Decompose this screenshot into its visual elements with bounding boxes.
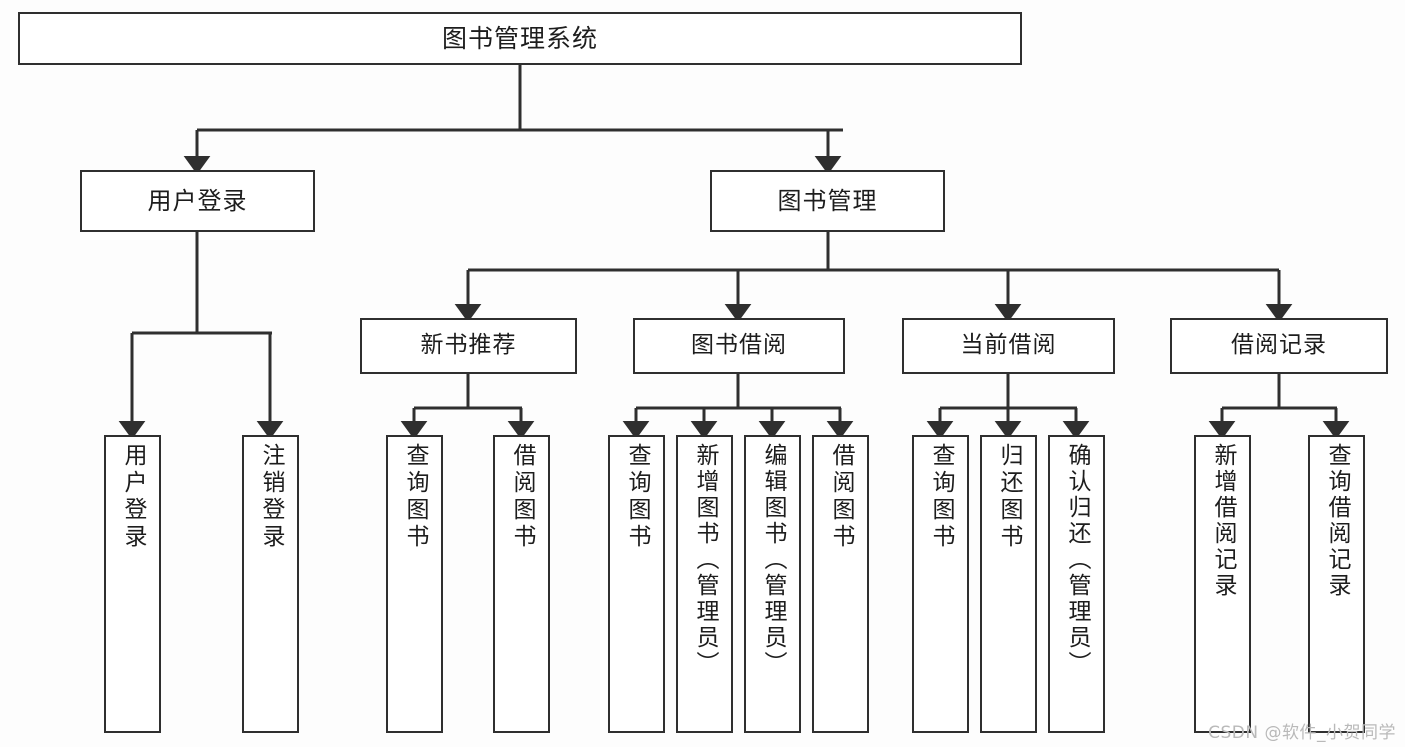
leaf-new-book-query-books[interactable]: 查询图书 xyxy=(386,435,443,733)
node-label: 用户登录 xyxy=(120,443,146,551)
leaf-user-login-sign-out[interactable]: 注销登录 xyxy=(242,435,299,733)
node-label: 图书管理系统 xyxy=(441,23,598,53)
leaf-current-borrow-query-books[interactable]: 查询图书 xyxy=(912,435,969,733)
leaf-book-borrow-query-books[interactable]: 查询图书 xyxy=(608,435,665,733)
leaf-borrow-record-query-record[interactable]: 查询借阅记录 xyxy=(1308,435,1365,733)
node-new-book-recommendation[interactable]: 新书推荐 xyxy=(360,318,577,374)
node-borrow-records[interactable]: 借阅记录 xyxy=(1170,318,1388,374)
node-label: 新书推荐 xyxy=(420,332,517,359)
node-label: 注销登录 xyxy=(258,443,284,551)
node-book-borrowing[interactable]: 图书借阅 xyxy=(633,318,845,374)
node-label: 借阅图书 xyxy=(828,443,854,551)
leaf-current-borrow-confirm-return-admin[interactable]: 确认归还（管理员） xyxy=(1048,435,1105,733)
csdn-watermark: CSDN @软件_小贺同学 xyxy=(1208,723,1396,743)
leaf-new-book-borrow-books[interactable]: 借阅图书 xyxy=(493,435,550,733)
node-label: 借阅记录 xyxy=(1231,332,1327,359)
node-label: 查询图书 xyxy=(402,443,428,551)
node-label: 查询图书 xyxy=(624,443,650,551)
node-label: 新增借阅记录 xyxy=(1210,443,1236,599)
leaf-book-borrow-add-book-admin[interactable]: 新增图书（管理员） xyxy=(676,435,733,733)
leaf-current-borrow-return-books[interactable]: 归还图书 xyxy=(980,435,1037,733)
node-label: 归还图书 xyxy=(996,443,1022,551)
node-root-book-management-system[interactable]: 图书管理系统 xyxy=(18,12,1022,65)
node-label: 图书管理 xyxy=(777,186,878,215)
node-user-login[interactable]: 用户登录 xyxy=(80,170,315,232)
node-label: 查询借阅记录 xyxy=(1324,443,1350,599)
node-label: 图书借阅 xyxy=(691,332,787,359)
node-label: 确认归还（管理员） xyxy=(1064,443,1090,677)
node-label: 新增图书（管理员） xyxy=(692,443,718,677)
node-label: 编辑图书（管理员） xyxy=(760,443,786,677)
node-label: 当前借阅 xyxy=(960,332,1057,359)
node-label: 查询图书 xyxy=(928,443,954,551)
leaf-user-login-sign-in[interactable]: 用户登录 xyxy=(104,435,161,733)
leaf-book-borrow-borrow-books[interactable]: 借阅图书 xyxy=(812,435,869,733)
node-label: 借阅图书 xyxy=(509,443,535,551)
node-book-management[interactable]: 图书管理 xyxy=(710,170,945,232)
leaf-book-borrow-edit-book-admin[interactable]: 编辑图书（管理员） xyxy=(744,435,801,733)
node-current-borrowing[interactable]: 当前借阅 xyxy=(902,318,1115,374)
node-label: 用户登录 xyxy=(147,186,248,215)
leaf-borrow-record-add-record[interactable]: 新增借阅记录 xyxy=(1194,435,1251,733)
